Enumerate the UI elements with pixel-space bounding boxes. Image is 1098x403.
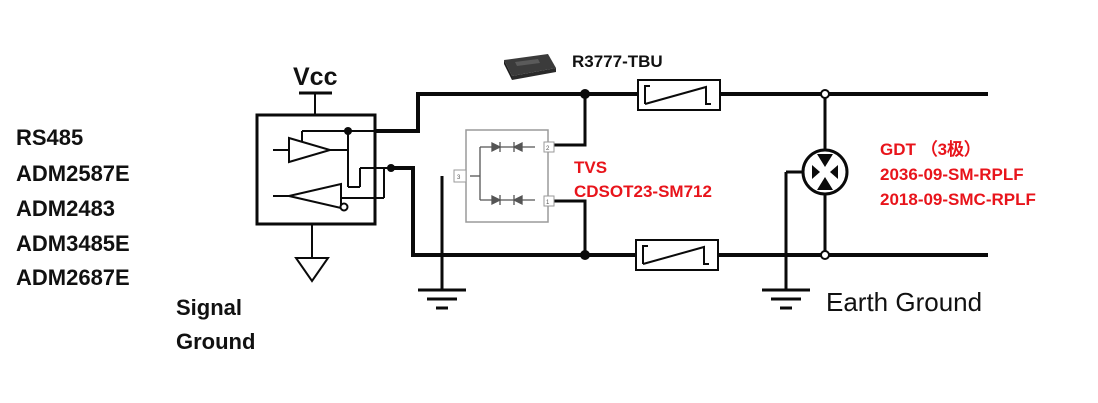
- transceiver-label: RS485: [16, 125, 83, 150]
- svg-text:Signal: Signal: [176, 295, 242, 320]
- signal-ground-symbol: [294, 224, 330, 283]
- gdt-title: GDT （3极）: [880, 139, 981, 159]
- transceiver-label: ADM2587E: [16, 161, 130, 186]
- tbu-package-image: [504, 54, 556, 80]
- gdt-part-number: 2036-09-SM-RPLF: [880, 165, 1024, 184]
- tvs-ground-symbol: [418, 288, 466, 310]
- gdt-part-number: 2018-09-SMC-RPLF: [880, 190, 1036, 209]
- receiver-symbol: [288, 182, 342, 210]
- tvs-pin-mark: 2: [546, 146, 550, 152]
- tvs-pin-mark: 3: [457, 175, 461, 181]
- transceiver-label: ADM2483: [16, 196, 115, 221]
- transceiver-label: ADM3485E: [16, 231, 130, 256]
- earth-ground-symbol: [762, 288, 810, 310]
- transceiver-list: RS485 ADM2587E ADM2483 ADM3485E ADM2687E: [16, 125, 130, 290]
- tbu-label: R3777-TBU: [572, 52, 663, 71]
- svg-text:Ground: Ground: [176, 329, 255, 354]
- signal-ground-label: Signal Ground: [176, 295, 255, 354]
- tbu-device-bottom: [635, 239, 719, 271]
- tvs-connections: [440, 94, 587, 290]
- junction-dot: [580, 250, 590, 260]
- vcc-label: Vcc: [293, 63, 338, 91]
- vcc-symbol: Vcc: [293, 63, 338, 115]
- gdt-annotation: GDT （3极） 2036-09-SM-RPLF 2018-09-SMC-RPL…: [880, 139, 1036, 209]
- earth-ground-label: Earth Ground: [826, 287, 982, 317]
- bus-wires: [375, 92, 988, 257]
- tvs-pin-mark: 1: [546, 200, 550, 206]
- tvs-part-number: CDSOT23-SM712: [574, 182, 712, 201]
- tvs-annotation: TVS CDSOT23-SM712: [574, 158, 712, 201]
- tvs-component: 2 1 3: [453, 129, 555, 223]
- tbu-device-top: [637, 79, 721, 111]
- junction-dot: [580, 89, 590, 99]
- transceiver-label: ADM2687E: [16, 265, 130, 290]
- gdt-component: [784, 89, 849, 290]
- tvs-title: TVS: [574, 158, 607, 177]
- transceiver-ic: [255, 113, 395, 226]
- driver-symbol: [288, 136, 334, 164]
